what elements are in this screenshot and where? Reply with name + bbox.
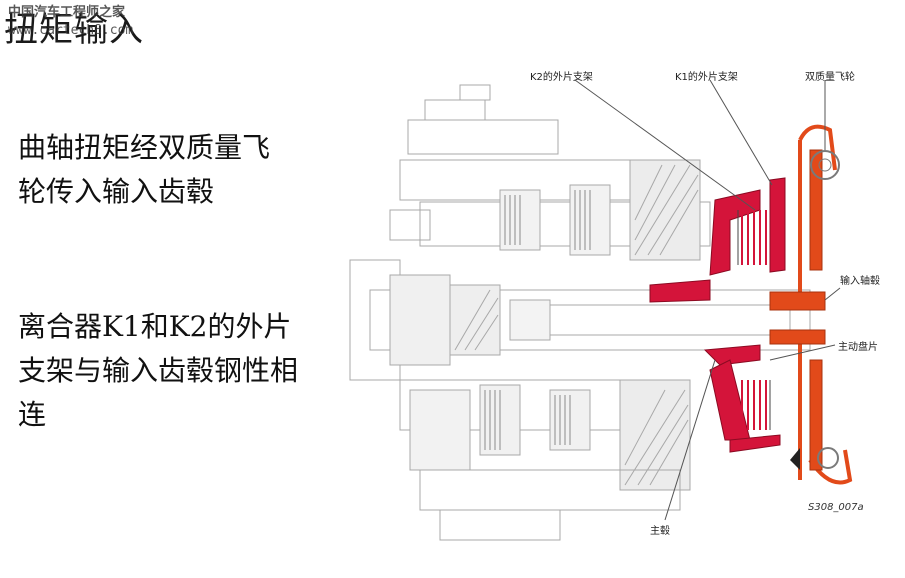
label-flywheel: 双质量飞轮 xyxy=(805,72,855,83)
paragraph-2: 离合器K1和K2的外片支架与输入齿毂钢性相连 xyxy=(18,310,299,431)
watermark: 中国汽车工程师之家 www.cartech8.com xyxy=(8,4,133,40)
watermark-url: www.cartech8.com xyxy=(8,23,134,38)
label-drive-plate: 主动盘片 xyxy=(838,342,878,353)
label-k2-outer: K2的外片支架 xyxy=(530,72,593,83)
label-main-hub: 主毂 xyxy=(650,526,670,537)
watermark-cn: 中国汽车工程师之家 xyxy=(8,5,126,20)
label-k1-outer: K1的外片支架 xyxy=(675,72,738,83)
transmission-diagram: K2的外片支架 K1的外片支架 双质量飞轮 输入轴毂 主动盘片 主毂 S308_… xyxy=(330,60,900,560)
paragraph-1: 曲轴扭矩经双质量飞轮传入输入齿毂 xyxy=(18,131,271,208)
slide-title: 扭矩输入 xyxy=(4,10,144,50)
diagram-code: S308_007a xyxy=(808,502,864,513)
diagram-drawing xyxy=(349,79,853,541)
label-input-hub: 输入轴毂 xyxy=(840,276,880,287)
